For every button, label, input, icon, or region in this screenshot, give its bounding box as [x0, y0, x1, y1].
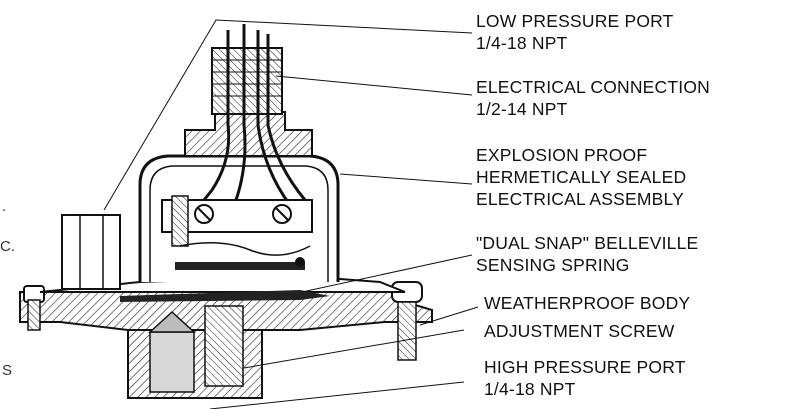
label-adjustment-screw-line1: ADJUSTMENT SCREW: [484, 321, 675, 341]
label-explosion-proof: EXPLOSION PROOF HERMETICALLY SEALED ELEC…: [476, 144, 686, 210]
leader-low-pressure-port: [103, 19, 473, 211]
leader-sensing-spring: [301, 254, 473, 293]
label-electrical-connection-line2: 1/2-14 NPT: [476, 99, 568, 119]
label-weatherproof-body: WEATHERPROOF BODY: [484, 292, 690, 314]
label-sensing-spring-line2: SENSING SPRING: [476, 255, 630, 275]
label-high-pressure-port-line2: 1/4-18 NPT: [484, 379, 576, 399]
label-high-pressure-port-line1: HIGH PRESSURE PORT: [484, 357, 686, 377]
label-adjustment-screw: ADJUSTMENT SCREW: [484, 320, 675, 342]
low-pressure-port-fitting-shape: [61, 214, 121, 290]
edge-fragment-s: S: [2, 362, 13, 379]
label-low-pressure-port-line2: 1/4-18 NPT: [476, 33, 568, 53]
label-sensing-spring: "DUAL SNAP" BELLEVILLE SENSING SPRING: [476, 232, 698, 276]
label-high-pressure-port: HIGH PRESSURE PORT 1/4-18 NPT: [484, 356, 686, 400]
label-sensing-spring-line1: "DUAL SNAP" BELLEVILLE: [476, 233, 699, 253]
label-explosion-proof-line1: EXPLOSION PROOF: [476, 145, 648, 165]
label-explosion-proof-line2: HERMETICALLY SEALED: [476, 167, 687, 187]
leader-lines: [103, 19, 479, 409]
electrical-assembly-shape: [138, 24, 340, 282]
leader-explosion-proof: [339, 173, 473, 185]
leader-weatherproof-body: [419, 306, 479, 326]
edge-fragment-c: C.: [0, 238, 15, 255]
label-explosion-proof-line3: ELECTRICAL ASSEMBLY: [476, 189, 685, 209]
leader-high-pressure-port: [209, 381, 465, 409]
leader-adjustment-screw: [243, 329, 465, 369]
edge-fragment-dot: .: [2, 198, 7, 215]
label-electrical-connection-line1: ELECTRICAL CONNECTION: [476, 77, 710, 97]
weatherproof-body-shape: [19, 291, 433, 399]
label-weatherproof-body-line1: WEATHERPROOF BODY: [484, 293, 691, 313]
label-low-pressure-port: LOW PRESSURE PORT 1/4-18 NPT: [476, 10, 674, 54]
label-electrical-connection: ELECTRICAL CONNECTION 1/2-14 NPT: [476, 76, 710, 120]
right-bolt-shape: [391, 281, 423, 361]
left-bolt-shape: [23, 285, 45, 331]
leader-electrical-connection: [275, 75, 473, 96]
label-low-pressure-port-line1: LOW PRESSURE PORT: [476, 11, 674, 31]
